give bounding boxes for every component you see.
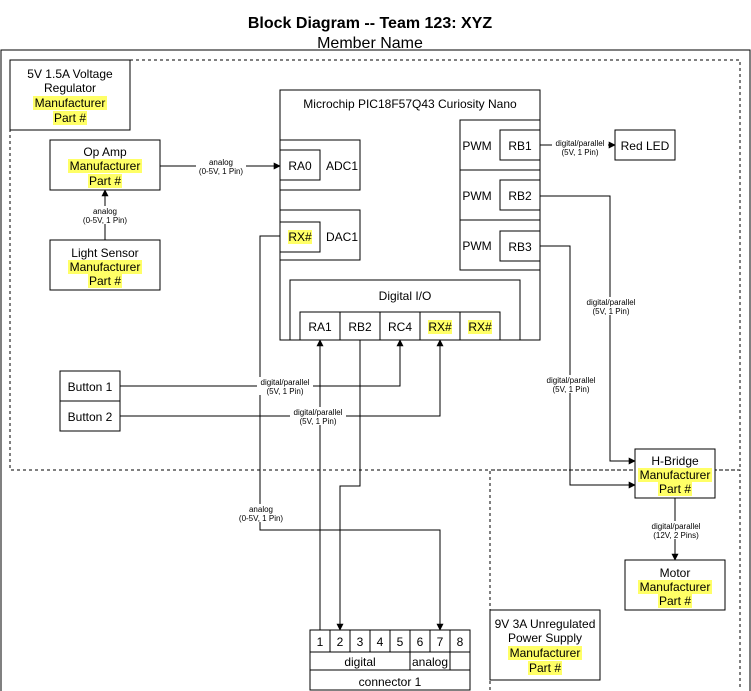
wire-rb2-to-hbridge xyxy=(540,195,636,465)
io-pin-rx-b-label: RX# xyxy=(468,320,492,334)
label-hbridge-motor-spec: (12V, 2 Pins) xyxy=(653,531,699,540)
dac1-label: DAC1 xyxy=(326,230,358,244)
label-rb3-hbridge-spec: (5V, 1 Pin) xyxy=(552,385,589,394)
motor-part: Part # xyxy=(659,594,691,608)
h-bridge-manufacturer: Manufacturer xyxy=(640,468,711,482)
motor-manufacturer: Manufacturer xyxy=(640,580,711,594)
red-led-label: Red LED xyxy=(621,139,670,153)
power-supply-block[interactable]: 9V 3A Unregulated Power Supply Manufactu… xyxy=(489,609,601,681)
mcu-block[interactable]: Microchip PIC18F57Q43 Curiosity Nano RA0… xyxy=(279,89,541,341)
connector-pin-1: 1 xyxy=(317,635,324,649)
op-amp-manufacturer: Manufacturer xyxy=(70,159,141,173)
outer-frame xyxy=(0,49,751,691)
label-button2-spec: (5V, 1 Pin) xyxy=(299,417,336,426)
io-pin-rb2[interactable] xyxy=(339,311,381,341)
wire-button2-to-rx xyxy=(120,339,444,417)
regulator-line2: Regulator xyxy=(44,81,96,95)
power-supply-manufacturer: Manufacturer xyxy=(510,646,581,660)
rb3-label: RB3 xyxy=(508,240,532,254)
label-opamp-adc-type: analog xyxy=(209,158,233,167)
light-sensor-block[interactable]: Light Sensor Manufacturer Part # xyxy=(49,239,161,291)
rb2-pin[interactable] xyxy=(499,179,541,211)
wire-rb2-to-connector2 xyxy=(336,340,361,631)
diagram-subtitle: Member Name xyxy=(317,35,423,52)
rb2-label: RB2 xyxy=(508,189,532,203)
power-supply-line1: 9V 3A Unregulated xyxy=(495,617,596,631)
motor-name: Motor xyxy=(660,566,691,580)
light-sensor-name: Light Sensor xyxy=(71,246,138,260)
io-pin-ra1-label: RA1 xyxy=(308,320,332,334)
io-pin-ra1[interactable] xyxy=(299,311,341,341)
connector-digital-label: digital xyxy=(344,655,375,669)
regulator-manufacturer: Manufacturer xyxy=(35,96,106,110)
op-amp-name: Op Amp xyxy=(83,145,127,159)
op-amp-block[interactable]: Op Amp Manufacturer Part # xyxy=(49,139,161,191)
rb3-pin[interactable] xyxy=(499,230,541,262)
label-button2-type: digital/parallel xyxy=(294,408,343,417)
label-analog-connector-type: analog xyxy=(249,505,273,514)
connector-analog-label: analog xyxy=(412,655,448,669)
label-rb2-hbridge-type: digital/parallel xyxy=(587,298,636,307)
h-bridge-part: Part # xyxy=(659,482,691,496)
button2-block[interactable]: Button 2 xyxy=(59,400,121,432)
pwm3-label: PWM xyxy=(462,239,491,253)
label-button1-type: digital/parallel xyxy=(261,378,310,387)
label-opamp-adc-spec: (0-5V, 1 Pin) xyxy=(199,167,244,176)
adc1-label: ADC1 xyxy=(326,159,358,173)
io-pin-rb2-label: RB2 xyxy=(348,320,372,334)
pwm1-label: PWM xyxy=(462,139,491,153)
connector-pin-8: 8 xyxy=(457,635,464,649)
diagram-title: Block Diagram -- Team 123: XYZ xyxy=(248,15,492,32)
12v-domain-boundary xyxy=(489,469,741,690)
power-supply-line2: Power Supply xyxy=(508,631,582,645)
red-led-block[interactable]: Red LED xyxy=(614,129,676,161)
power-supply-part: Part # xyxy=(529,661,561,675)
light-sensor-part: Part # xyxy=(89,274,121,288)
io-pin-rx-a-label: RX# xyxy=(428,320,452,334)
h-bridge-block[interactable]: H-Bridge Manufacturer Part # xyxy=(634,448,716,499)
connector-block[interactable]: 1 2 3 4 5 6 7 8 digital analog connector… xyxy=(309,629,471,691)
io-pin-rc4-label: RC4 xyxy=(388,320,412,334)
pwm2-label: PWM xyxy=(462,189,491,203)
connector-pin-3: 3 xyxy=(357,635,364,649)
wire-dac-to-connector7 xyxy=(259,235,444,631)
connector-pin-2: 2 xyxy=(337,635,344,649)
button2-label: Button 2 xyxy=(68,410,113,424)
rx-dac-label: RX# xyxy=(288,230,312,244)
light-sensor-manufacturer: Manufacturer xyxy=(70,260,141,274)
label-rb2-hbridge-spec: (5V, 1 Pin) xyxy=(592,307,629,316)
h-bridge-name: H-Bridge xyxy=(651,454,699,468)
button1-block[interactable]: Button 1 xyxy=(59,370,121,402)
connector-pin-5: 5 xyxy=(397,635,404,649)
op-amp-part: Part # xyxy=(89,174,121,188)
mcu-name: Microchip PIC18F57Q43 Curiosity Nano xyxy=(303,97,517,111)
label-rb1-led-spec: (5V, 1 Pin) xyxy=(561,148,598,157)
rb1-label: RB1 xyxy=(508,139,532,153)
connector-pin-6: 6 xyxy=(417,635,424,649)
label-button1-spec: (5V, 1 Pin) xyxy=(266,387,303,396)
label-hbridge-motor-type: digital/parallel xyxy=(652,522,701,531)
regulator-part: Part # xyxy=(54,111,86,125)
label-rb3-hbridge-type: digital/parallel xyxy=(547,376,596,385)
wire-button1-to-rc4 xyxy=(120,339,404,387)
connector-name: connector 1 xyxy=(359,675,422,689)
label-sensor-opamp-spec: (0-5V, 1 Pin) xyxy=(83,216,128,225)
ra0-label: RA0 xyxy=(288,159,312,173)
connector-pin-7: 7 xyxy=(437,635,444,649)
button1-label: Button 1 xyxy=(68,380,113,394)
voltage-regulator-block[interactable]: 5V 1.5A Voltage Regulator Manufacturer P… xyxy=(9,59,131,131)
motor-block[interactable]: Motor Manufacturer Part # xyxy=(624,559,726,611)
label-analog-connector-spec: (0-5V, 1 Pin) xyxy=(239,514,284,523)
label-sensor-opamp-type: analog xyxy=(93,207,117,216)
digital-io-label: Digital I/O xyxy=(379,289,432,303)
rb1-pin[interactable] xyxy=(499,129,541,161)
wire-rb3-to-hbridge xyxy=(540,245,636,489)
connector-pin-4: 4 xyxy=(377,635,384,649)
label-rb1-led-type: digital/parallel xyxy=(556,139,605,148)
regulator-line1: 5V 1.5A Voltage xyxy=(27,67,113,81)
